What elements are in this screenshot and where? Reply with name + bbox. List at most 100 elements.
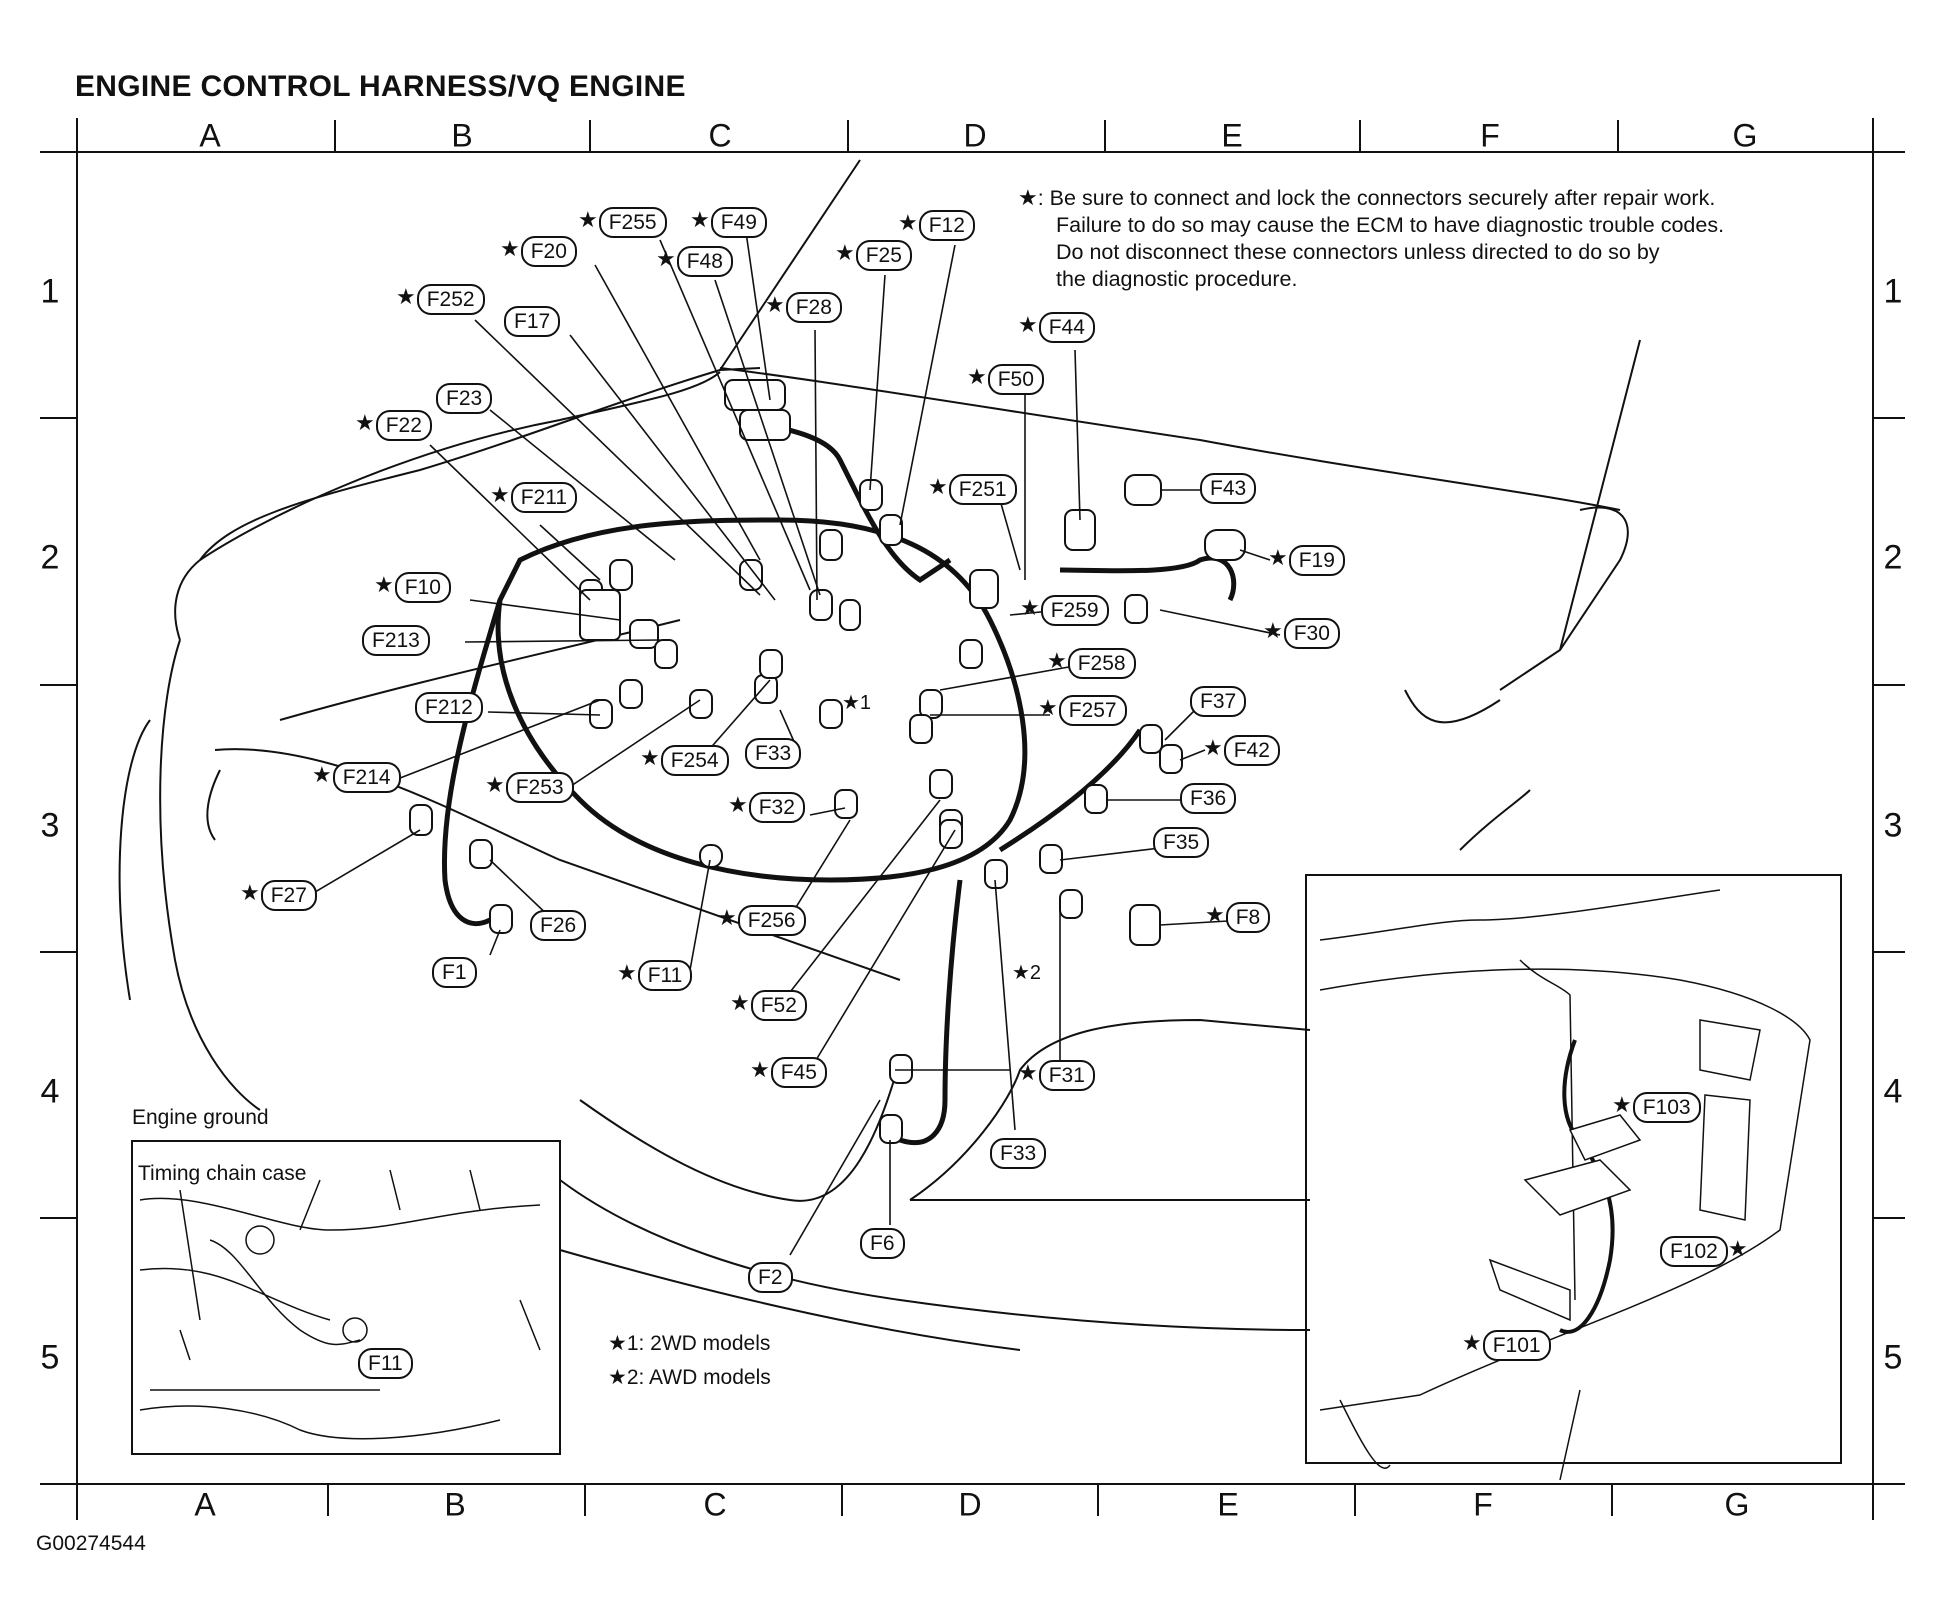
star-icon: ★ [1018,1060,1038,1085]
star-icon: ★ [1268,545,1288,570]
star-icon: ★ [578,207,598,232]
star-icon: ★ [656,246,676,271]
figure-id: G00274544 [36,1532,146,1555]
star-icon: ★ [1038,695,1058,720]
callout-f20: ★F20 [500,236,577,267]
col-label-e-top: E [1221,117,1243,154]
star-icon: ★ [1020,595,1040,620]
star-icon: ★ [717,905,737,930]
star-icon: ★ [928,474,948,499]
note-star-icon: ★ [1018,185,1038,210]
callout-f213: F213 [362,625,430,656]
star-icon: ★ [1727,1236,1748,1261]
inset-ground-subcaption: Timing chain case [138,1162,307,1186]
mark-star-1: ★1 [842,692,872,714]
note-line-3: Do not disconnect these connectors unles… [1056,240,1660,264]
star-icon: ★ [690,207,710,232]
callout-f255: ★F255 [578,207,667,238]
callout-f44: ★F44 [1018,312,1095,343]
callout-f19: ★F19 [1268,545,1345,576]
star-icon: ★ [1018,312,1038,337]
row-label-5-right: 5 [1883,1338,1903,1377]
star-icon: ★ [396,284,416,309]
callout-f35: F35 [1153,827,1210,858]
callout-f102: F102★ [1660,1236,1749,1267]
star-icon: ★ [312,762,332,787]
callout-f26: F26 [530,910,587,941]
callout-f11: ★F11 [617,960,693,991]
callout-f257: ★F257 [1038,695,1127,726]
callout-f31: ★F31 [1018,1060,1095,1091]
callout-f28: ★F28 [765,292,842,323]
row-label-5-left: 5 [40,1338,60,1377]
star-icon: ★ [835,240,855,265]
callout-f256: ★F256 [717,905,806,936]
star-icon: ★ [500,236,520,261]
col-label-f-top: F [1480,117,1500,154]
callout-f36: F36 [1180,783,1237,814]
callout-f6: F6 [860,1228,905,1259]
callout-f12: ★F12 [898,210,975,241]
star-icon: ★ [490,482,510,507]
callout-f43: F43 [1200,473,1257,504]
callout-f42: ★F42 [1203,735,1280,766]
star-icon: ★ [967,364,987,389]
repair-note: ★: Be sure to connect and lock the conne… [1018,184,1724,293]
star-icon: ★ [898,210,918,235]
star-icon: ★ [355,410,375,435]
callout-f17: F17 [504,306,561,337]
callout-f259: ★F259 [1020,595,1109,626]
callout-f23: F23 [436,383,493,414]
callout-f27: ★F27 [240,880,317,911]
callout-f258: ★F258 [1047,648,1136,679]
callout-f212: F212 [415,692,483,723]
row-label-3-right: 3 [1883,806,1903,845]
mark-star-2: ★2 [1012,962,1042,984]
callout-f25: ★F25 [835,240,912,271]
legend-2wd: ★1: 2WD models [608,1332,771,1355]
row-label-4-right: 4 [1883,1072,1903,1111]
callout-f37: F37 [1190,686,1247,717]
col-label-b-bottom: B [444,1486,466,1523]
legend-awd: ★2: AWD models [608,1366,771,1389]
star-icon: ★ [728,792,748,817]
col-label-a-top: A [199,117,221,154]
col-label-d-top: D [963,117,987,154]
star-icon: ★ [617,960,637,985]
star-icon: ★ [765,292,785,317]
diagram-title: ENGINE CONTROL HARNESS/VQ ENGINE [75,70,686,103]
star-icon: ★ [1203,735,1223,760]
callout-f2: F2 [748,1262,793,1293]
star-icon: ★ [1612,1092,1632,1117]
callout-f253: ★F253 [485,772,574,803]
callout-f8: ★F8 [1205,902,1271,933]
model-legend: ★1: 2WD models ★2: AWD models [608,1327,771,1395]
inset-ground-caption: Engine ground [132,1106,269,1129]
callout-f252: ★F252 [396,284,485,315]
col-label-f-bottom: F [1473,1486,1493,1523]
callout-f10: ★F10 [374,572,451,603]
col-label-g-top: G [1732,117,1758,154]
row-label-1-right: 1 [1883,272,1903,311]
callout-f45: ★F45 [750,1057,827,1088]
callout-f254: ★F254 [640,745,729,776]
col-label-c-top: C [708,117,732,154]
callout-f49: ★F49 [690,207,767,238]
row-label-3-left: 3 [40,806,60,845]
row-label-2-right: 2 [1883,538,1903,577]
callout-f30: ★F30 [1263,618,1340,649]
callout-f52: ★F52 [730,990,807,1021]
note-line-4: the diagnostic procedure. [1056,267,1298,291]
star-icon: ★ [1263,618,1283,643]
col-label-d-bottom: D [958,1486,982,1523]
star-icon: ★ [1047,648,1067,673]
callout-f251: ★F251 [928,474,1017,505]
callout-f50: ★F50 [967,364,1044,395]
callout-f22: ★F22 [355,410,432,441]
callout-f32: ★F32 [728,792,805,823]
note-line-2: Failure to do so may cause the ECM to ha… [1056,213,1725,237]
star-icon: ★ [1462,1330,1482,1355]
star-icon: ★ [730,990,750,1015]
star-icon: ★ [240,880,260,905]
